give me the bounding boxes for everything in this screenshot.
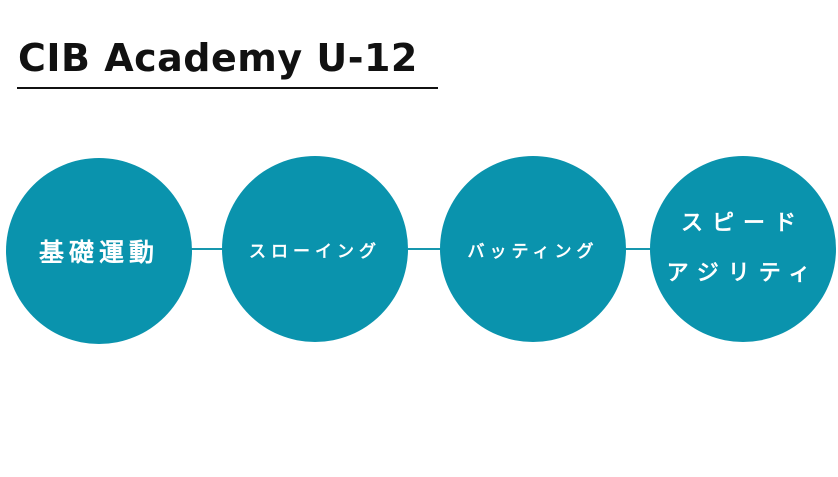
- step-circle-basic-movement: 基礎運動: [6, 158, 192, 344]
- step-circle-throwing: スローイング: [222, 156, 408, 342]
- step-label-speed: スピード: [680, 211, 805, 236]
- connector-3-4: [624, 248, 656, 250]
- step-circle-batting: バッティング: [440, 156, 626, 342]
- step-label-group-speed-agility: スピード アジリティ: [667, 199, 820, 299]
- step-label-basic-movement: 基礎運動: [38, 238, 159, 267]
- step-label-agility: アジリティ: [666, 261, 820, 286]
- step-circle-speed-agility: スピード アジリティ: [650, 156, 836, 342]
- title-underline: [17, 87, 438, 89]
- page-title: CIB Academy U-12: [18, 36, 418, 80]
- connector-1-2: [190, 248, 226, 250]
- step-label-batting: バッティング: [467, 241, 599, 262]
- connector-2-3: [408, 248, 444, 250]
- step-label-throwing: スローイング: [249, 241, 381, 262]
